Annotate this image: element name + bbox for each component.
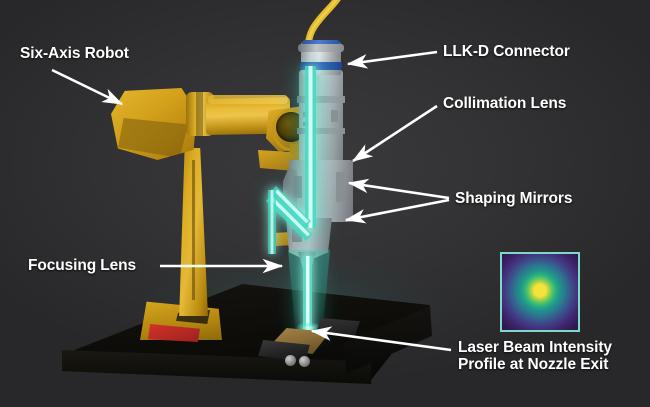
label-shaping-mirrors: Shaping Mirrors — [455, 190, 573, 207]
label-focusing-lens: Focusing Lens — [28, 257, 137, 274]
label-line-2: Profile at Nozzle Exit — [458, 356, 609, 374]
robot-elbow-joint-ring — [196, 92, 203, 136]
laser-beam-intensity-profile-image — [500, 252, 580, 332]
laser-head-detail-plate-4 — [293, 176, 302, 198]
fixture-roller-left — [285, 355, 296, 366]
label-collimation-lens: Collimation Lens — [443, 95, 567, 112]
robot-base-red-cover — [148, 324, 200, 342]
robot-forearm-highlight — [208, 95, 288, 104]
workpiece-fixture-front — [258, 340, 310, 362]
intensity-profile-colormap — [502, 254, 578, 330]
fixture-roller-right — [299, 356, 310, 367]
robot-column-seam — [192, 160, 195, 300]
laser-head-detail-plate-3 — [331, 110, 338, 122]
laser-head-detail-plate-2 — [303, 122, 311, 126]
llk-d-connector-blue-band — [300, 62, 342, 70]
label-line-1: Laser Beam Intensity — [458, 339, 612, 356]
llk-d-connector-top-ring — [302, 40, 340, 45]
laser-head-detail-plate-6 — [336, 172, 345, 202]
laser-head-detail-plate-1 — [303, 112, 311, 117]
laser-head-detail-plate-5 — [292, 228, 302, 242]
llk-d-connector-collar — [298, 44, 344, 52]
laser-head-band-lower — [297, 128, 345, 134]
label-six-axis-robot: Six-Axis Robot — [20, 45, 129, 62]
label-llk-d-connector: LLK-D Connector — [443, 43, 570, 60]
laser-head-band-upper — [297, 96, 345, 103]
